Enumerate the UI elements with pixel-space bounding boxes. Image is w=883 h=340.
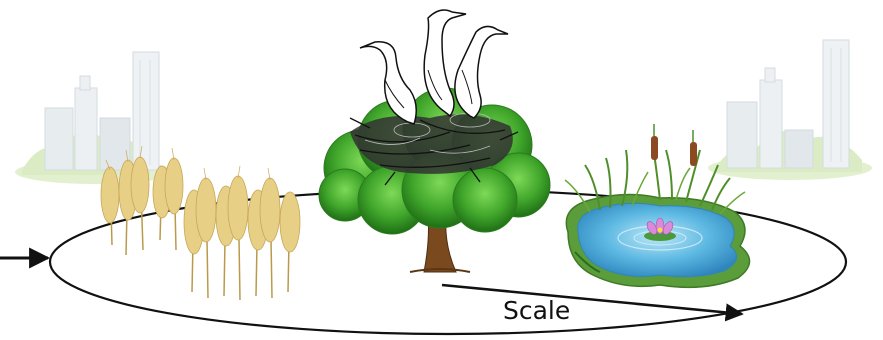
wheat-field-icon — [100, 145, 301, 301]
cattail-icon — [564, 124, 746, 215]
scale-arrow — [441, 283, 744, 322]
left-city-skyline-icon — [15, 51, 175, 184]
tree-icon — [318, 87, 551, 273]
scale-label: Scale — [503, 296, 571, 325]
egret-icon — [359, 9, 509, 125]
water-lily-icon — [644, 217, 676, 241]
bird-nest-icon — [349, 112, 519, 186]
right-city-skyline-icon — [708, 39, 872, 180]
